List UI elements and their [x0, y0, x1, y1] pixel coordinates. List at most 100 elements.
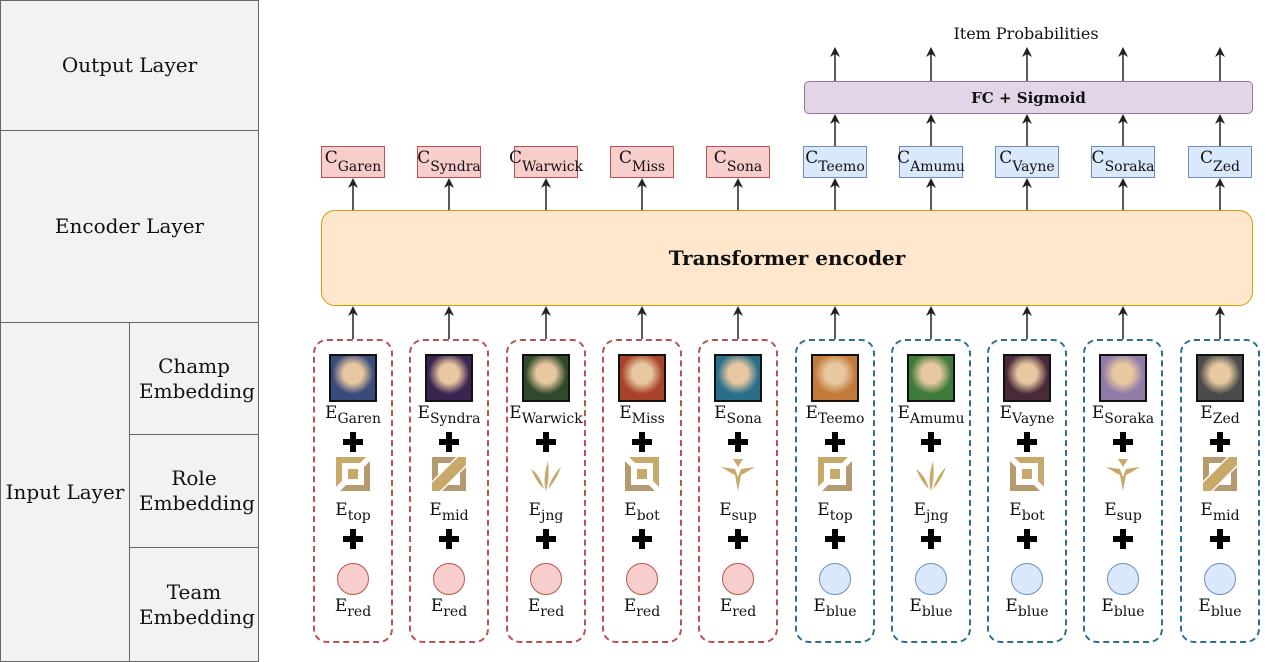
champion-name: Sona: [726, 411, 762, 427]
contextual-symbol-base: C: [897, 148, 911, 168]
role-name: bot: [636, 508, 660, 524]
plus-icon: [439, 432, 459, 452]
contextual-champion-name: Garen: [337, 159, 382, 175]
contextual-symbol-base: C: [324, 148, 338, 168]
plus-icon: [1113, 432, 1133, 452]
embedding-symbol-base: E: [1104, 500, 1117, 520]
champion-name: Garen: [337, 411, 381, 427]
embedding-symbol-base: E: [1005, 596, 1018, 616]
embedding-symbol-base: E: [528, 500, 542, 520]
transformer-encoder: Transformer encoder: [321, 210, 1253, 306]
team-name: red: [636, 604, 661, 620]
plus-icon: [632, 432, 652, 452]
support-icon: [1104, 455, 1142, 493]
embedding-symbol-base: E: [813, 596, 826, 616]
champ-embedding-symbol: ESoraka: [1075, 403, 1171, 427]
input-layer-label: Input Layer: [0, 322, 130, 662]
plus-icon: [1017, 529, 1037, 549]
embedding-symbol-base: E: [334, 596, 348, 616]
plus-icon: [1113, 529, 1133, 549]
embedding-symbol-base: E: [619, 403, 632, 423]
plus-icon: [343, 432, 363, 452]
mid-lane-icon: [1201, 455, 1239, 493]
team-embedding-symbol: Eblue: [883, 596, 979, 620]
jungle-icon: [912, 455, 950, 493]
champion-portrait-icon: [1003, 354, 1051, 402]
input-column-frame: [602, 339, 682, 643]
embedding-symbol-base: E: [909, 596, 922, 616]
champion-portrait-icon: [1099, 354, 1147, 402]
team-embedding-symbol: Eblue: [1075, 596, 1171, 620]
plus-icon: [1210, 432, 1230, 452]
role-name: bot: [1021, 508, 1045, 524]
plus-icon: [343, 529, 363, 549]
input-column-frame: [891, 339, 971, 643]
contextual-champion-name: Teemo: [818, 159, 865, 175]
role-name: top: [347, 508, 371, 524]
input-column-frame: [795, 339, 875, 643]
team-embedding-symbol: Ered: [594, 596, 690, 620]
embedding-symbol-base: E: [624, 500, 637, 520]
contextual-symbol-base: C: [1200, 148, 1214, 168]
team-name: red: [732, 604, 757, 620]
team-name: blue: [1210, 604, 1242, 620]
bot-lane-icon: [623, 455, 661, 493]
champion-name: Amumu: [909, 411, 965, 427]
champion-portrait-icon: [522, 354, 570, 402]
plus-icon: [921, 529, 941, 549]
embedding-symbol-base: E: [999, 403, 1013, 423]
plus-icon: [825, 529, 845, 549]
role-embedding-symbol: Etop: [305, 500, 401, 524]
role-embedding-symbol: Esup: [1075, 500, 1171, 524]
team-name: red: [443, 604, 468, 620]
input-layer-text: Input Layer: [5, 479, 125, 504]
team-embedding-symbol: Eblue: [1172, 596, 1266, 620]
fc-sigmoid-block: FC + Sigmoid: [804, 81, 1253, 114]
team-embedding-symbol: Eblue: [979, 596, 1075, 620]
contextual-champion-name: Vayne: [1012, 159, 1055, 175]
champion-portrait-icon: [714, 354, 762, 402]
input-column-frame: [987, 339, 1067, 643]
embedding-symbol-base: E: [509, 403, 522, 423]
embedding-symbol-base: E: [1101, 596, 1114, 616]
input-column-frame: [313, 339, 393, 643]
contextual-symbol-base: C: [509, 148, 523, 168]
team-name: red: [347, 604, 372, 620]
role-name: mid: [441, 508, 469, 524]
team-embedding-symbol: Ered: [498, 596, 594, 620]
embedding-symbol-base: E: [429, 500, 442, 520]
top-lane-icon: [816, 455, 854, 493]
team-embedding-symbol: Ered: [305, 596, 401, 620]
champion-name: Soraka: [1104, 411, 1155, 427]
top-lane-icon: [334, 455, 372, 493]
team-red-circle: [530, 563, 562, 595]
plus-icon: [632, 529, 652, 549]
role-embedding-symbol: Ejng: [498, 500, 594, 524]
plus-icon: [1017, 432, 1037, 452]
embedding-symbol-base: E: [719, 500, 732, 520]
plus-icon: [728, 529, 748, 549]
champion-name: Vayne: [1012, 411, 1055, 427]
embedding-symbol-base: E: [417, 403, 430, 423]
embedding-symbol-base: E: [805, 403, 818, 423]
team-name: blue: [1017, 604, 1049, 620]
plus-icon: [1210, 529, 1230, 549]
contextual-symbol-base: C: [805, 148, 819, 168]
team-embedding-symbol: Ered: [401, 596, 497, 620]
champion-name: Teemo: [817, 411, 865, 427]
embedding-symbol-base: E: [1091, 403, 1105, 423]
team-red-circle: [433, 563, 465, 595]
team-embedding-symbol: Ered: [690, 596, 786, 620]
champ-embedding-symbol: ESona: [690, 403, 786, 427]
role-embedding-symbol: Emid: [1172, 500, 1266, 524]
team-blue-circle: [1204, 563, 1236, 595]
role-embedding-symbol: Ebot: [979, 500, 1075, 524]
champion-name: Miss: [631, 411, 665, 427]
input-column-frame: [1180, 339, 1260, 643]
input-column-frame: [506, 339, 586, 643]
